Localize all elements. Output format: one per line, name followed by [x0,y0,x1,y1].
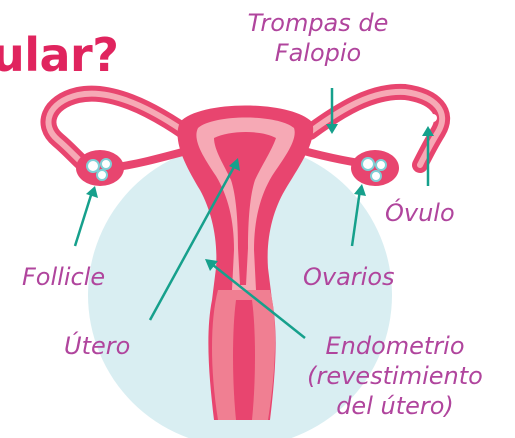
label-uterus: Útero [64,331,130,361]
label-fallopian-tubes: Trompas de Falopio [228,8,408,68]
label-endometrium-line-1: Endometrio [290,331,500,361]
vaginal-canal [233,300,255,420]
label-endometrium-line-2: (revestimiento [290,361,500,391]
ovum [429,114,437,122]
right-follicle-b [376,160,386,170]
label-endometrium: Endometrio (revestimiento del útero) [290,331,500,421]
page-heading: ular? [0,32,118,78]
right-follicle-a [362,158,374,170]
label-ovum: Óvulo [385,198,455,228]
pointer-follicle-arrowhead [86,186,98,198]
label-fallopian-tubes-line-1: Trompas de [228,8,408,38]
label-endometrium-line-3: del útero) [290,391,500,421]
ovum-secondary [402,115,408,121]
left-follicle-a [87,160,99,172]
left-follicle-b [101,159,111,169]
label-fallopian-tubes-line-2: Falopio [228,38,408,68]
pointer-follicle [75,192,92,246]
left-follicle-c [97,170,107,180]
label-follicle: Follicle [22,262,105,292]
right-follicle-c [371,171,381,181]
pointer-ovaries-arrowhead [354,184,366,196]
label-ovaries: Ovarios [303,262,395,292]
